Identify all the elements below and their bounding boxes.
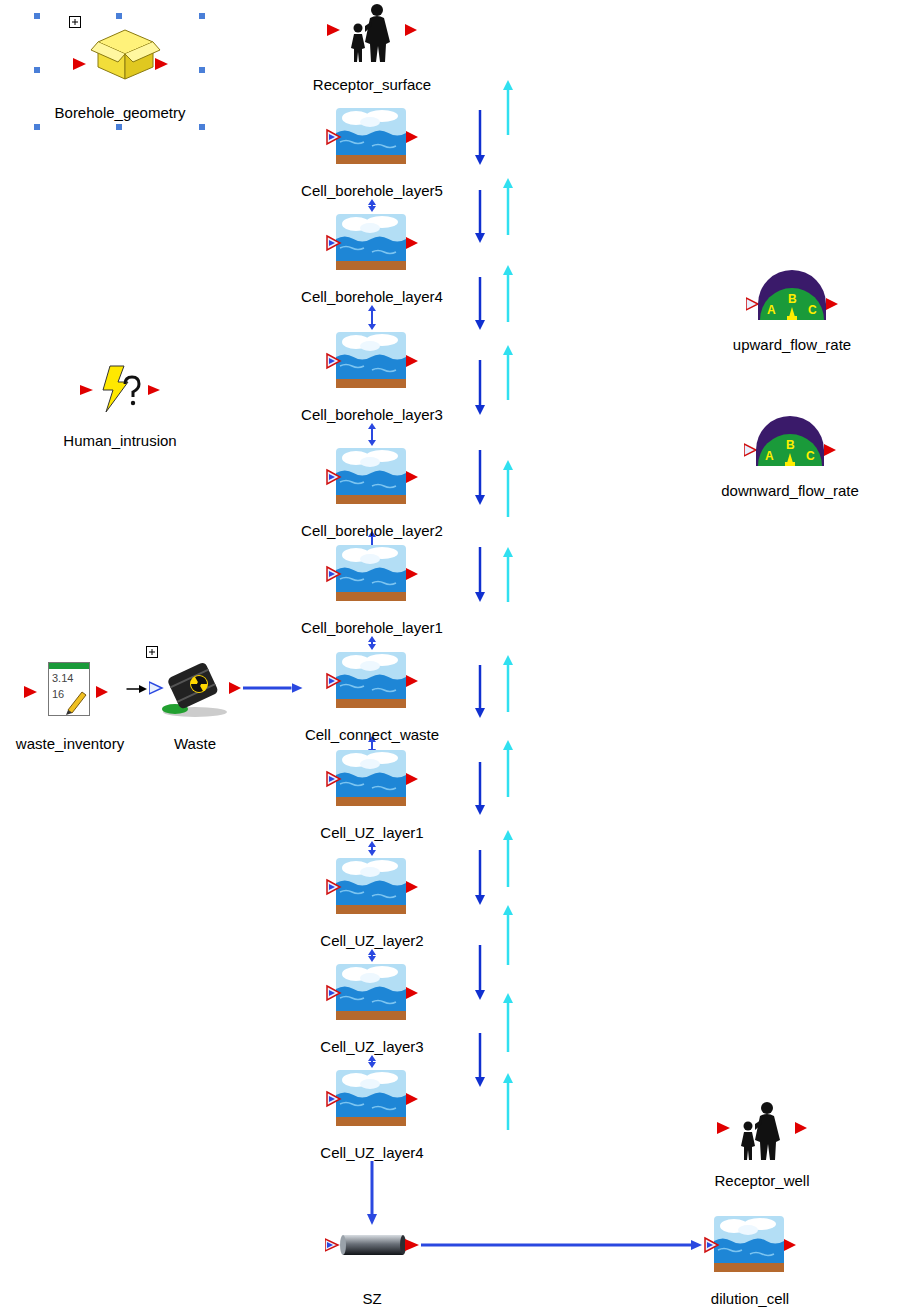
gauge-letter: C	[806, 449, 815, 463]
icon-text-holder: C	[806, 446, 815, 464]
element-label: Cell_UZ_layer1	[318, 824, 426, 841]
flow-link	[421, 1244, 691, 1247]
data-icon	[24, 660, 116, 718]
element-label: downward_flow_rate	[719, 482, 861, 499]
element-label: Cell_borehole_layer5	[299, 182, 445, 199]
model-element: Borehole_geometry	[53, 24, 188, 121]
receptor-icon	[717, 1100, 807, 1162]
gauge-letter: B	[786, 438, 795, 452]
pond-cell-icon	[326, 106, 418, 166]
pond-cell-icon	[326, 962, 418, 1022]
element-label: waste_inventory	[14, 735, 127, 752]
model-element: Receptor_well	[712, 1100, 812, 1189]
element-label: Cell_UZ_layer2	[318, 932, 426, 949]
element-label: Cell_borehole_layer1	[299, 619, 445, 636]
container-icon	[73, 24, 168, 82]
flow-link	[371, 205, 373, 206]
element-label: Cell_UZ_layer4	[318, 1144, 426, 1161]
model-element: Cell_borehole_layer3	[299, 330, 445, 423]
data-link	[127, 688, 140, 690]
upward-arrows	[507, 90, 510, 1130]
flow-link	[243, 687, 292, 690]
pond-cell-icon	[326, 650, 418, 710]
element-label: Receptor_well	[712, 1172, 812, 1189]
model-element: SZ	[323, 1225, 421, 1307]
model-element: Cell_borehole_layer2	[299, 446, 445, 539]
pond-cell-icon	[326, 856, 418, 916]
model-element: Cell_UZ_layer1	[318, 748, 426, 841]
event-icon	[80, 364, 160, 414]
model-element: dilution_cell	[702, 1214, 798, 1307]
flow-link	[371, 642, 373, 644]
model-element: Cell_UZ_layer4	[318, 1068, 426, 1161]
element-label: SZ	[323, 1290, 421, 1307]
model-element: Cell_borehole_layer4	[299, 212, 445, 305]
source-icon	[149, 658, 241, 718]
pond-cell-icon	[326, 212, 418, 272]
flow-link	[371, 955, 373, 956]
element-label: Receptor_surface	[311, 76, 434, 93]
selector-gauge-icon	[746, 262, 838, 320]
gauge-letter: A	[767, 303, 776, 317]
pond-cell-icon	[326, 446, 418, 506]
element-label: upward_flow_rate	[731, 336, 854, 353]
selector-gauge-icon	[744, 408, 836, 466]
icon-text-holder: C	[808, 300, 817, 318]
model-element: Receptor_surface	[311, 2, 434, 93]
flow-link	[371, 742, 373, 749]
model-element: Cell_borehole_layer5	[299, 106, 445, 199]
flow-link	[371, 847, 373, 850]
gauge-letter: B	[788, 292, 797, 306]
icon-text-holder: 16	[52, 684, 64, 702]
pond-cell-icon	[704, 1214, 796, 1274]
model-element: Cell_borehole_layer1	[299, 543, 445, 636]
flow-link	[371, 311, 373, 324]
flow-link	[371, 429, 373, 440]
flow-link	[371, 1161, 374, 1214]
element-label: dilution_cell	[702, 1290, 798, 1307]
model-element: Human_intrusion	[61, 364, 179, 449]
pond-cell-icon	[326, 330, 418, 390]
pond-cell-icon	[326, 1068, 418, 1128]
icon-text-holder: B	[786, 435, 795, 453]
downward-arrows	[479, 110, 482, 1077]
model-element: Waste	[147, 658, 243, 752]
flow-link	[371, 1061, 373, 1062]
gauge-letter: A	[765, 449, 774, 463]
value-text: 3.14	[52, 672, 73, 684]
value-text: 16	[52, 688, 64, 700]
model-element: Cell_connect_waste	[303, 650, 442, 743]
receptor-icon	[327, 2, 417, 64]
gauge-letter: C	[808, 303, 817, 317]
model-element: upward_flow_rate	[731, 262, 854, 353]
selection-handles	[34, 13, 205, 130]
element-label: Cell_borehole_layer2	[299, 522, 445, 539]
element-label: Cell_borehole_layer4	[299, 288, 445, 305]
icon-text-holder: 3.14	[52, 668, 73, 686]
model-element: Cell_UZ_layer2	[318, 856, 426, 949]
icon-text-holder: A	[765, 446, 774, 464]
element-label: Cell_borehole_layer3	[299, 406, 445, 423]
pond-cell-icon	[326, 748, 418, 808]
element-label: Cell_UZ_layer3	[318, 1038, 426, 1055]
element-label: Cell_connect_waste	[303, 726, 442, 743]
icon-text-holder: A	[767, 300, 776, 318]
icon-text-holder: B	[788, 289, 797, 307]
element-label: Borehole_geometry	[53, 104, 188, 121]
element-label: Waste	[147, 735, 243, 752]
pond-cell-icon	[326, 543, 418, 603]
element-label: Human_intrusion	[61, 432, 179, 449]
model-element: downward_flow_rate	[719, 408, 861, 499]
model-element: Cell_UZ_layer3	[318, 962, 426, 1055]
pipe-icon	[325, 1225, 419, 1265]
